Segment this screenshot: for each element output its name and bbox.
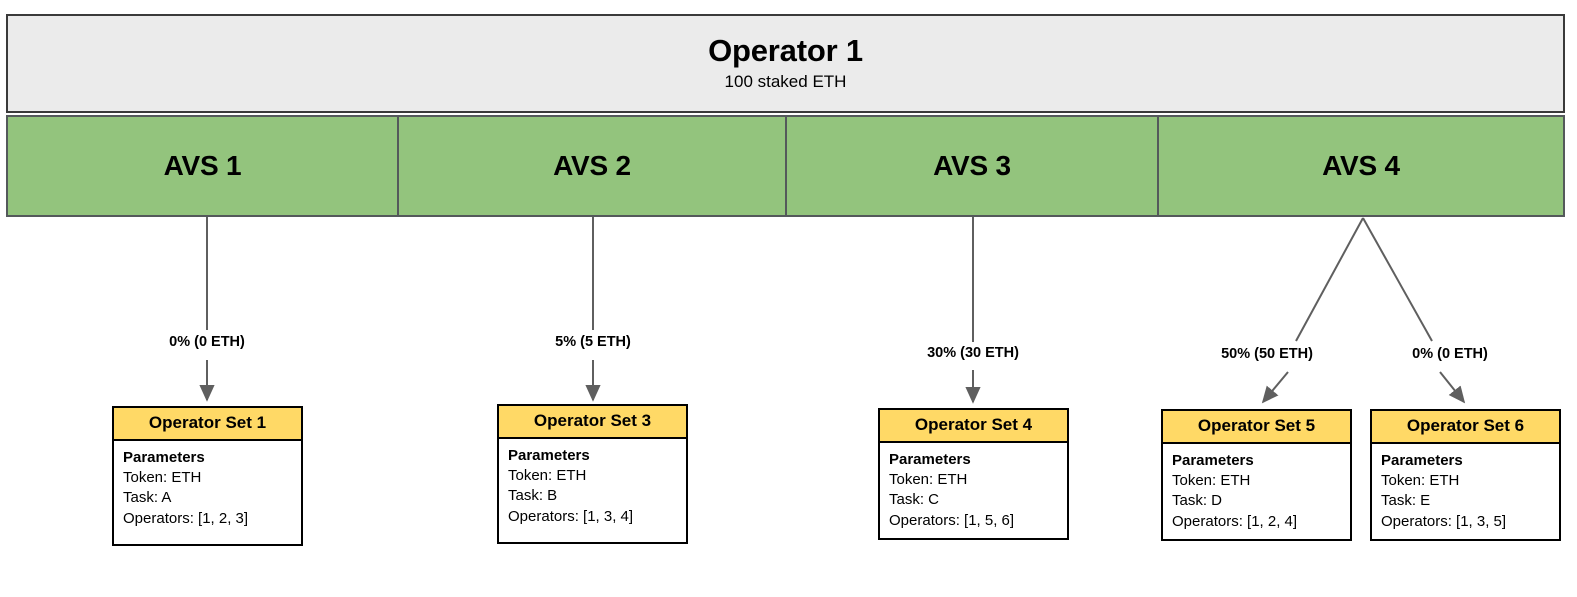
avs-cell-3[interactable]: AVS 3 xyxy=(787,117,1159,215)
parameters-heading-1: Parameters xyxy=(123,448,205,466)
operator-title: Operator 1 xyxy=(708,33,863,69)
operator-set-body-6: Parameters Token: ETH Task: E Operators:… xyxy=(1372,444,1559,540)
edge-label-avs4-opset6: 0% (0 ETH) xyxy=(1409,346,1491,364)
edge-label-avs2-opset3: 5% (5 ETH) xyxy=(552,334,634,352)
operator-set-card-3[interactable]: Operator Set 3 Parameters Token: ETH Tas… xyxy=(497,404,688,544)
operator-set-body-3: Parameters Token: ETH Task: B Operators:… xyxy=(499,439,686,535)
operator-set-card-6[interactable]: Operator Set 6 Parameters Token: ETH Tas… xyxy=(1370,409,1561,541)
operator-set-body-1: Parameters Token: ETH Task: A Operators:… xyxy=(114,441,301,537)
avs-cell-2[interactable]: AVS 2 xyxy=(399,117,787,215)
avs-label-2: AVS 2 xyxy=(553,150,631,181)
operator-set-body-4: Parameters Token: ETH Task: C Operators:… xyxy=(880,443,1067,539)
parameters-heading-5: Parameters xyxy=(1172,451,1254,469)
parameter-token-5: Token: ETH xyxy=(1172,472,1251,490)
avs-cell-1[interactable]: AVS 1 xyxy=(8,117,399,215)
connector-avs4-opset5 xyxy=(1261,217,1364,404)
parameters-heading-3: Parameters xyxy=(508,446,590,464)
parameter-token-4: Token: ETH xyxy=(889,471,968,489)
avs-label-3: AVS 3 xyxy=(933,150,1011,181)
parameter-task-6: Task: E xyxy=(1381,492,1431,510)
parameters-heading-6: Parameters xyxy=(1381,451,1463,469)
parameter-task-3: Task: B xyxy=(508,487,558,505)
parameter-token-6: Token: ETH xyxy=(1381,472,1460,490)
parameter-operators-3: Operators: [1, 3, 4] xyxy=(508,507,634,525)
parameter-task-4: Task: C xyxy=(889,491,940,509)
edge-label-avs3-opset4: 30% (30 ETH) xyxy=(924,345,1022,363)
parameter-token-1: Token: ETH xyxy=(123,469,202,487)
operator-set-card-5[interactable]: Operator Set 5 Parameters Token: ETH Tas… xyxy=(1161,409,1352,541)
operator-set-title-4: Operator Set 4 xyxy=(880,410,1067,443)
operator-set-card-4[interactable]: Operator Set 4 Parameters Token: ETH Tas… xyxy=(878,408,1069,540)
operator-set-title-1: Operator Set 1 xyxy=(114,408,301,441)
parameter-task-1: Task: A xyxy=(123,489,172,507)
edge-label-avs1-opset1: 0% (0 ETH) xyxy=(166,334,248,352)
parameter-operators-1: Operators: [1, 2, 3] xyxy=(123,509,249,527)
avs-label-1: AVS 1 xyxy=(163,150,242,181)
operator-set-title-3: Operator Set 3 xyxy=(499,406,686,439)
operator-set-card-1[interactable]: Operator Set 1 Parameters Token: ETH Tas… xyxy=(112,406,303,546)
operator-set-title-5: Operator Set 5 xyxy=(1163,411,1350,444)
parameter-operators-6: Operators: [1, 3, 5] xyxy=(1381,512,1507,530)
avs-row: AVS 1 AVS 2 AVS 3 AVS 4 xyxy=(6,115,1565,217)
operator-set-body-5: Parameters Token: ETH Task: D Operators:… xyxy=(1163,444,1350,540)
operator-header-box: Operator 1 100 staked ETH xyxy=(6,14,1565,113)
parameter-task-5: Task: D xyxy=(1172,492,1223,510)
operator-stake-subtitle: 100 staked ETH xyxy=(724,71,847,91)
avs-cell-4[interactable]: AVS 4 xyxy=(1159,117,1563,215)
parameter-operators-4: Operators: [1, 5, 6] xyxy=(889,511,1015,529)
avs-label-4: AVS 4 xyxy=(1322,150,1400,181)
parameter-operators-5: Operators: [1, 2, 4] xyxy=(1172,512,1298,530)
connector-avs4-opset6 xyxy=(1362,217,1466,404)
edge-label-avs4-opset5: 50% (50 ETH) xyxy=(1218,346,1316,364)
parameters-heading-4: Parameters xyxy=(889,450,971,468)
parameter-token-3: Token: ETH xyxy=(508,467,587,485)
operator-set-title-6: Operator Set 6 xyxy=(1372,411,1559,444)
